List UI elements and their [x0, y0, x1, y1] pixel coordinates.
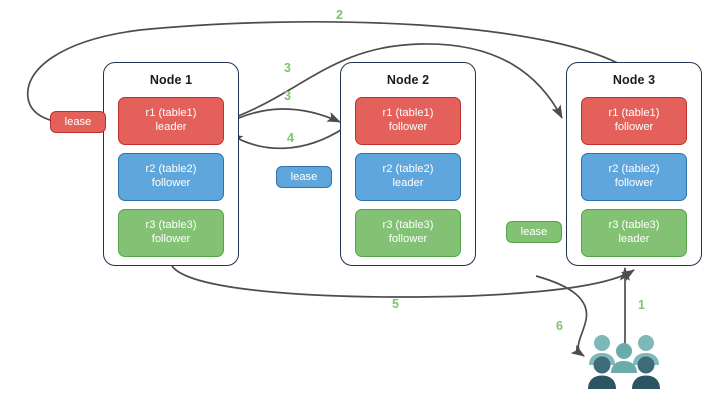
- node-1-title: Node 1: [149, 73, 193, 87]
- node-3-replica-r3-line1: r3 (table3): [608, 219, 660, 232]
- edge-label-1: 1: [638, 298, 645, 312]
- node-3-replica-r2-line2: follower: [614, 177, 654, 189]
- node-2-replica-r2-line2: leader: [392, 177, 424, 189]
- node-2-replica-r1-line2: follower: [388, 121, 428, 133]
- node-2-title: Node 2: [386, 73, 430, 87]
- node-1-replica-r2-line1: r2 (table2): [145, 163, 197, 176]
- node-3-replica-r1[interactable]: r1 (table1) follower: [581, 97, 687, 145]
- node-2-replica-r3[interactable]: r3 (table3) follower: [355, 209, 461, 257]
- node-3-replica-r3-line2: leader: [618, 233, 650, 245]
- node-3-replica-r3[interactable]: r3 (table3) leader: [581, 209, 687, 257]
- edge-3-node1-to-node3-path: [221, 43, 563, 123]
- edge-label-3-lower: 3: [284, 89, 291, 103]
- lease-badge-r3[interactable]: lease: [506, 221, 562, 243]
- node-1-replica-r3-line2: follower: [151, 233, 191, 245]
- node-1-container[interactable]: Node 1 r1 (table1) leader r2 (table2) fo…: [103, 62, 239, 266]
- node-3-replica-r2-line1: r2 (table2): [608, 163, 660, 176]
- node-3-replica-r1-line1: r1 (table1): [608, 107, 660, 120]
- edge-label-3-upper: 3: [284, 61, 291, 75]
- edge-label-2: 2: [336, 8, 343, 22]
- node-2-replica-r3-line2: follower: [388, 233, 428, 245]
- edge-4-node2-to-node1-path: [229, 127, 345, 150]
- edge-label-5: 5: [392, 297, 399, 311]
- node-3-replica-r2[interactable]: r2 (table2) follower: [581, 153, 687, 201]
- node-2-container[interactable]: Node 2 r1 (table1) follower r2 (table2) …: [340, 62, 476, 266]
- edge-5-path: [171, 265, 635, 298]
- edge-2-path: [26, 21, 637, 128]
- node-1-replica-r1-line2: leader: [155, 121, 187, 133]
- edge-3-node1-to-node2-path: [221, 108, 341, 127]
- node-3-title: Node 3: [612, 73, 656, 87]
- edge-label-4: 4: [287, 131, 294, 145]
- node-1-replica-r1[interactable]: r1 (table1) leader: [118, 97, 224, 145]
- node-1-replica-r2-line2: follower: [151, 177, 191, 189]
- users-group-icon: [588, 335, 660, 389]
- node-1-replica-r3[interactable]: r3 (table3) follower: [118, 209, 224, 257]
- edge-label-6: 6: [556, 319, 563, 333]
- node-2-replica-r1-line1: r1 (table1): [382, 107, 434, 120]
- node-1-replica-r3-line1: r3 (table3): [145, 219, 197, 232]
- node-3-container[interactable]: Node 3 r1 (table1) follower r2 (table2) …: [566, 62, 702, 266]
- node-3-replica-r1-line2: follower: [614, 121, 654, 133]
- edge-6-path: [535, 275, 588, 357]
- node-2-replica-r3-line1: r3 (table3): [382, 219, 434, 232]
- node-1-replica-r1-line1: r1 (table1): [145, 107, 197, 120]
- node-2-replica-r2[interactable]: r2 (table2) leader: [355, 153, 461, 201]
- lease-badge-r1[interactable]: lease: [50, 111, 106, 133]
- lease-badge-r2[interactable]: lease: [276, 166, 332, 188]
- node-2-replica-r1[interactable]: r1 (table1) follower: [355, 97, 461, 145]
- node-2-replica-r2-line1: r2 (table2): [382, 163, 434, 176]
- node-1-replica-r2[interactable]: r2 (table2) follower: [118, 153, 224, 201]
